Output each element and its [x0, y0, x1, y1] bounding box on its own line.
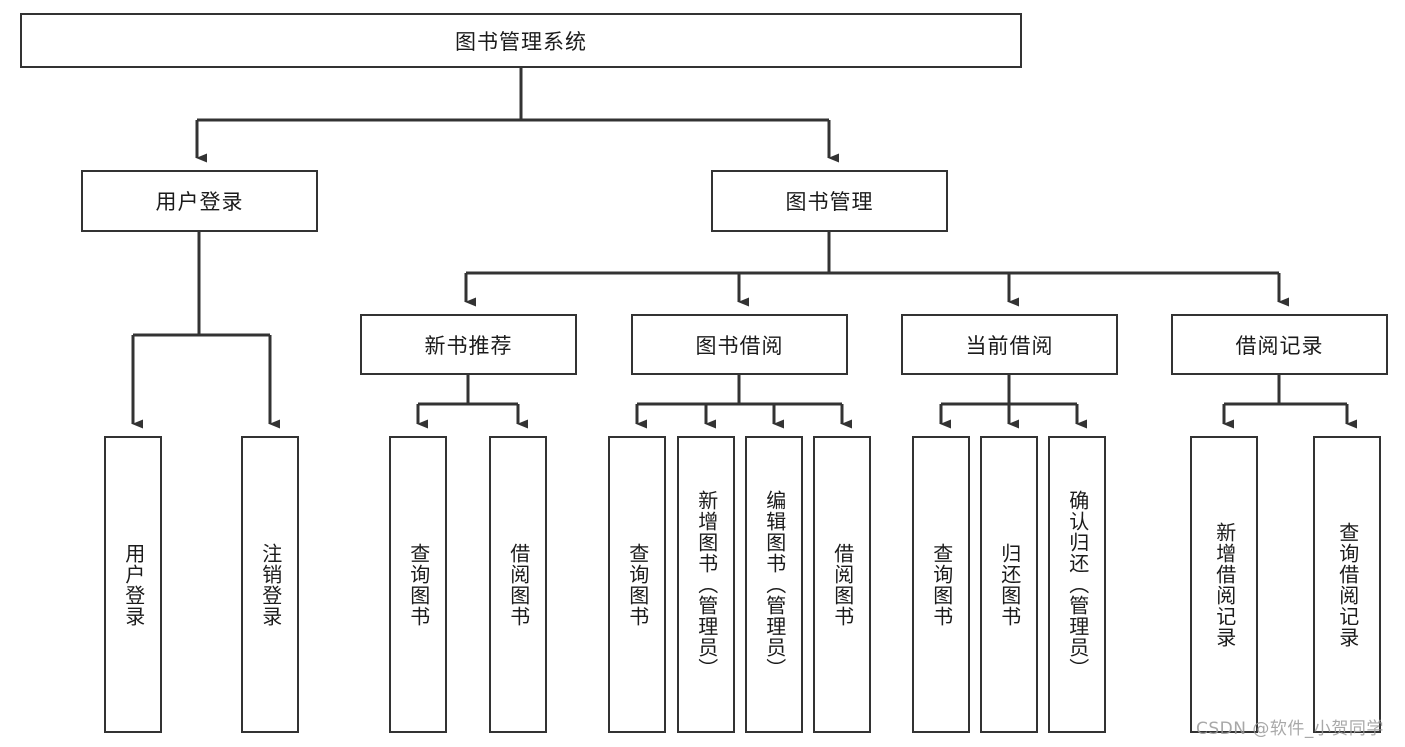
leaf-user-login-do-login[interactable]: 用户登录 — [104, 436, 162, 733]
leaf-new-book-query[interactable]: 查询图书 — [389, 436, 447, 733]
leaf-current-borrow-confirm-return[interactable]: 确认归还（管理员） — [1048, 436, 1106, 733]
leaf-current-borrow-query[interactable]: 查询图书 — [912, 436, 970, 733]
leaf-new-book-borrow[interactable]: 借阅图书 — [489, 436, 547, 733]
leaf-current-borrow-return[interactable]: 归还图书 — [980, 436, 1038, 733]
node-label: 图书借阅 — [695, 333, 784, 358]
node-label: 新增借阅记录 — [1212, 521, 1237, 648]
node-label: 注销登录 — [258, 542, 283, 627]
node-label: 用户登录 — [121, 542, 146, 627]
node-current-borrow[interactable]: 当前借阅 — [901, 314, 1118, 375]
leaf-book-borrow-borrow[interactable]: 借阅图书 — [813, 436, 871, 733]
node-label: 查询图书 — [406, 542, 431, 627]
node-label: 编辑图书（管理员） — [762, 490, 787, 679]
leaf-borrow-record-add[interactable]: 新增借阅记录 — [1190, 436, 1258, 733]
node-label: 借阅记录 — [1235, 333, 1324, 358]
leaf-book-borrow-add[interactable]: 新增图书（管理员） — [677, 436, 735, 733]
leaf-book-borrow-edit[interactable]: 编辑图书（管理员） — [745, 436, 803, 733]
node-label: 借阅图书 — [506, 542, 531, 627]
node-label: 借阅图书 — [830, 542, 855, 627]
node-label: 图书管理系统 — [455, 29, 587, 54]
node-label: 新书推荐 — [424, 333, 513, 358]
node-user-login[interactable]: 用户登录 — [81, 170, 318, 232]
leaf-book-borrow-query[interactable]: 查询图书 — [608, 436, 666, 733]
node-book-borrow[interactable]: 图书借阅 — [631, 314, 848, 375]
node-label: 查询借阅记录 — [1335, 521, 1360, 648]
node-label: 图书管理 — [785, 190, 874, 214]
node-new-book-recommend[interactable]: 新书推荐 — [360, 314, 577, 375]
node-label: 确认归还（管理员） — [1065, 490, 1090, 679]
node-root-system[interactable]: 图书管理系统 — [20, 13, 1022, 68]
node-label: 用户登录 — [155, 190, 244, 214]
node-borrow-record[interactable]: 借阅记录 — [1171, 314, 1388, 375]
watermark-credit: CSDN @软件_小贺同学 — [1196, 719, 1384, 739]
leaf-user-login-logout[interactable]: 注销登录 — [241, 436, 299, 733]
node-book-management[interactable]: 图书管理 — [711, 170, 948, 232]
node-label: 当前借阅 — [965, 333, 1054, 358]
node-label: 新增图书（管理员） — [694, 490, 719, 679]
node-label: 查询图书 — [625, 542, 650, 627]
node-label: 查询图书 — [929, 542, 954, 627]
leaf-borrow-record-query[interactable]: 查询借阅记录 — [1313, 436, 1381, 733]
node-label: 归还图书 — [997, 542, 1022, 627]
